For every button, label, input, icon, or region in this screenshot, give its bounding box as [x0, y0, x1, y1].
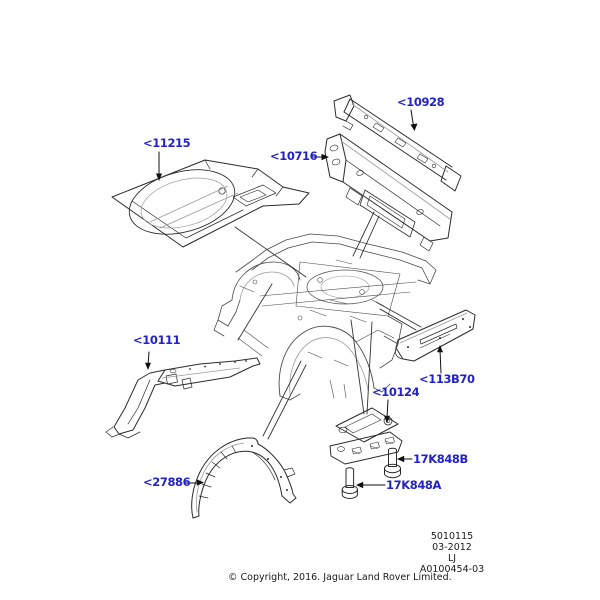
part-drawing-27886 — [191, 437, 297, 519]
part-drawing-10124 — [329, 407, 403, 465]
part-label-10111[interactable]: <10111 — [133, 333, 181, 347]
part-label-10124[interactable]: <10124 — [372, 385, 420, 399]
model-code: LJ — [447, 553, 457, 564]
part-label-10928[interactable]: <10928 — [397, 95, 445, 109]
part-label-113B70[interactable]: <113B70 — [419, 372, 475, 386]
part-label-11215[interactable]: <11215 — [143, 136, 191, 150]
revision-date: 03-2012 — [432, 542, 472, 553]
part-label-17K848A[interactable]: 17K848A — [386, 478, 442, 492]
part-drawing-10928 — [333, 94, 462, 192]
part-drawing-11215 — [111, 159, 310, 248]
part-drawing-bolt-17K848B — [384, 447, 401, 479]
figure-number: 5010115 — [430, 531, 474, 542]
part-label-17K848B[interactable]: 17K848B — [413, 452, 468, 466]
part-drawing-10111 — [105, 357, 261, 439]
part-label-10716[interactable]: <10716 — [270, 149, 318, 163]
leader-lines — [145, 109, 443, 489]
part-drawing-113B70 — [395, 309, 476, 362]
part-drawing-10716 — [324, 133, 453, 252]
drawing-number: A0100454-03 — [419, 564, 485, 575]
copyright-notice: © Copyright, 2016. Jaguar Land Rover Lim… — [228, 572, 452, 583]
figure-info: 5010115 03-2012 LJ A0100454-03 — [400, 531, 504, 575]
part-label-27886[interactable]: <27886 — [143, 475, 191, 489]
part-drawing-bolt-17K848A — [341, 467, 358, 499]
assembly-lines — [234, 211, 422, 440]
